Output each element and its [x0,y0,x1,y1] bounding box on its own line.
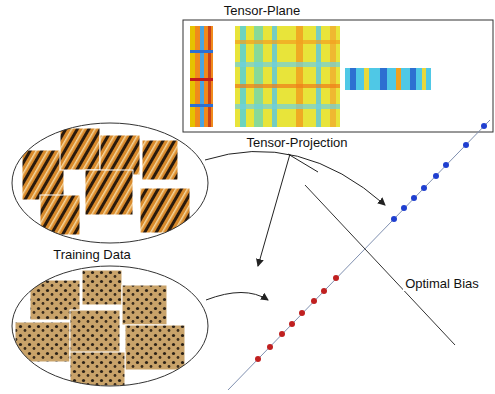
bias-label: Optimal Bias [403,276,481,291]
data-label: Training Data [51,247,133,262]
plane-title: Tensor-Plane [222,3,303,18]
projection-label: Tensor-Projection [244,135,349,150]
